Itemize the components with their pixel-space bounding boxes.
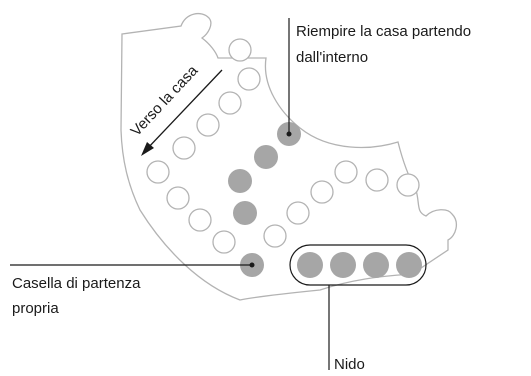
arrow-shaft <box>145 69 223 151</box>
track-space <box>212 230 236 254</box>
nest-space <box>396 252 422 278</box>
board-outline <box>120 12 458 301</box>
start-callout-label-line2: propria <box>12 300 59 317</box>
track-space <box>218 91 242 115</box>
filled-spaces <box>228 122 301 277</box>
track-space <box>334 160 358 184</box>
track-spaces <box>146 38 420 254</box>
track-space <box>196 113 220 137</box>
track-space <box>286 201 310 225</box>
home-space <box>254 145 278 169</box>
track-space <box>263 224 287 248</box>
track-space <box>146 160 170 184</box>
home-callout-label-line1: Riempire la casa partendo <box>296 23 471 40</box>
direction-arrow <box>141 69 223 156</box>
track-space <box>237 67 261 91</box>
home-callout-dot <box>286 131 292 137</box>
start-callout-label-line1: Casella di partenza <box>12 275 141 292</box>
track-space <box>228 38 252 62</box>
track-space <box>396 173 420 197</box>
home-callout-label-line2: dall'interno <box>296 49 368 66</box>
nest-space <box>297 252 323 278</box>
track-space <box>172 136 196 160</box>
arrow-head <box>141 142 154 156</box>
nest-spaces <box>297 252 422 278</box>
home-space <box>233 201 257 225</box>
nest-space <box>363 252 389 278</box>
arrow-label: Verso la casa <box>127 62 201 140</box>
nest-callout-label: Nido <box>334 356 365 373</box>
track-space <box>365 168 389 192</box>
track-space <box>188 208 212 232</box>
home-space <box>228 169 252 193</box>
track-space <box>166 186 190 210</box>
nest-space <box>330 252 356 278</box>
start-callout-dot <box>249 262 255 268</box>
nest-enclosure <box>289 244 427 286</box>
track-space <box>310 180 334 204</box>
